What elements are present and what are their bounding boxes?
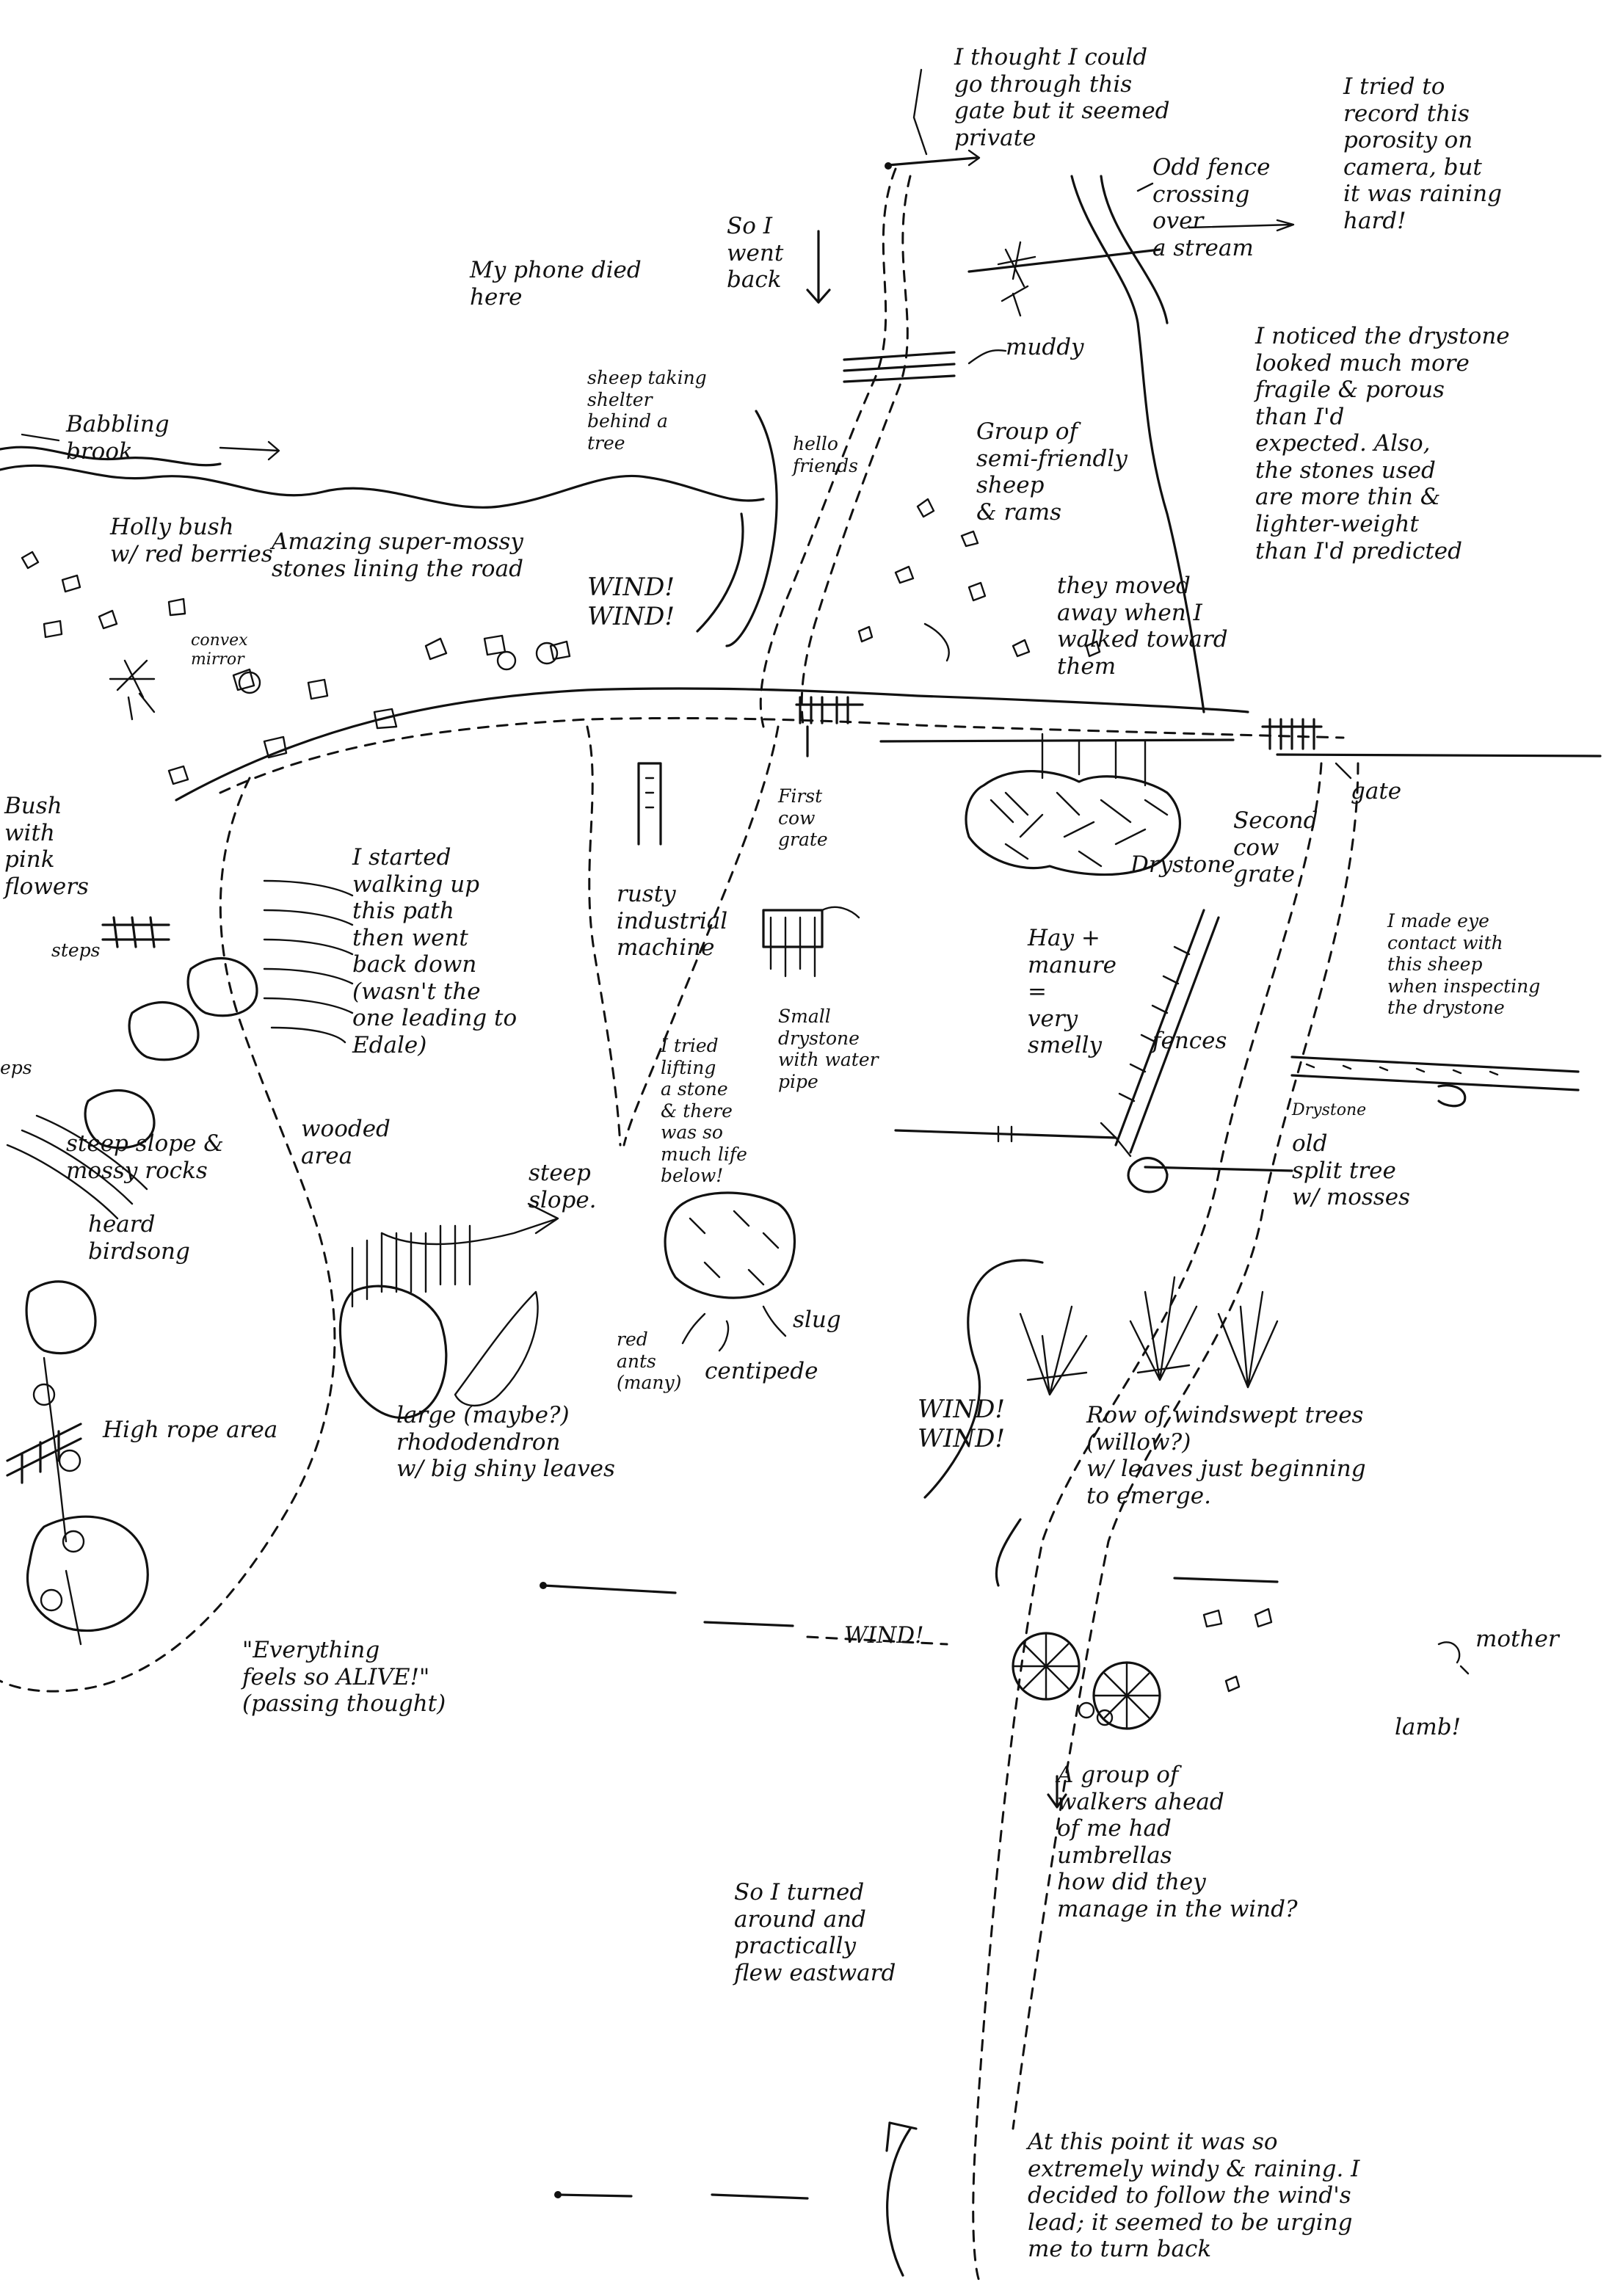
note-mother: mother	[1475, 1626, 1559, 1652]
note-they-moved: they moved away when I walked toward the…	[1057, 573, 1228, 680]
note-sheep-shelter: sheep taking shelter behind a tree	[587, 367, 707, 454]
note-lifting-stone: I tried lifting a stone & there was so m…	[661, 1035, 747, 1186]
steps-ladders	[6, 916, 170, 1646]
note-bush-pink: Bush with pink flowers	[4, 793, 89, 900]
main-road	[175, 687, 1602, 802]
note-mossy-stones: Amazing super-mossy stones lining the ro…	[272, 528, 523, 582]
note-first-cow-grate: First cow grate	[778, 785, 828, 850]
note-gate: gate	[1351, 778, 1402, 804]
note-drystone-fragile: I noticed the drystone looked much more …	[1255, 323, 1510, 564]
split-tree	[1100, 1122, 1169, 1194]
note-rhododendron: large (maybe?) rhododendron w/ big shiny…	[396, 1402, 615, 1483]
note-wind-1: WIND! WIND!	[587, 573, 675, 632]
second-cow-grate	[1261, 718, 1352, 780]
note-gate-private: I thought I could go through this gate b…	[954, 44, 1170, 151]
note-turned-around: So I turned around and practically flew …	[734, 1879, 896, 1986]
note-hello-friends: hello friends	[793, 433, 858, 476]
note-steep-slope-rocks: steep slope & mossy rocks	[66, 1130, 224, 1184]
note-fences: fences	[1152, 1028, 1227, 1054]
umbrellas	[1012, 1632, 1161, 1730]
steep-slope	[6, 879, 559, 1632]
windswept-trees	[1019, 1276, 1279, 1396]
dashed-footpaths	[0, 167, 1359, 2284]
note-odd-fence: Odd fence crossing over a stream	[1152, 154, 1271, 261]
brook-stream	[0, 433, 765, 509]
odd-fence-stream	[967, 175, 1295, 713]
note-drystone-label: Drystone	[1130, 851, 1235, 878]
note-red-ants: red ants (many)	[617, 1329, 682, 1393]
note-split-tree: old split tree w/ mosses	[1292, 1130, 1410, 1211]
note-hay-manure: Hay + manure = very smelly	[1028, 925, 1117, 1059]
note-steps: steps	[51, 940, 101, 961]
note-drystone-small: Drystone	[1292, 1101, 1367, 1119]
fence-lines	[894, 909, 1580, 1172]
note-camera: I tried to record this porosity on camer…	[1343, 73, 1502, 234]
note-wooded-area: wooded area	[301, 1116, 391, 1169]
rusty-machine	[637, 762, 860, 978]
note-umbrellas: A group of walkers ahead of me had umbre…	[1057, 1762, 1298, 1922]
mossy-stones	[21, 551, 571, 785]
sheep-group	[857, 498, 1470, 1693]
note-wind-3: WIND!	[844, 1622, 924, 1649]
note-eye-contact: I made eye contact with this sheep when …	[1387, 910, 1541, 1018]
bottom-lines	[540, 1577, 1279, 2200]
note-small-drystone-water: Small drystone with water pipe	[778, 1006, 879, 1092]
first-cow-grate	[795, 696, 864, 758]
note-steps-left: eps	[0, 1057, 32, 1078]
note-phone-died: My phone died here	[470, 257, 642, 310]
note-muddy: muddy	[1006, 334, 1084, 360]
note-rusty-machine: rusty industrial machine	[617, 881, 728, 962]
note-lamb: lamb!	[1395, 1714, 1462, 1740]
lifted-stone	[664, 1191, 796, 1352]
note-heard-birdsong: heard birdsong	[88, 1211, 190, 1265]
note-went-back: So I went back	[727, 213, 784, 294]
note-convex-mirror: convex mirror	[191, 631, 248, 669]
note-alive: "Everything feels so ALIVE!" (passing th…	[242, 1637, 446, 1718]
note-wind-2: WIND! WIND!	[918, 1395, 1006, 1454]
note-centipede: centipede	[705, 1358, 818, 1384]
note-high-rope: High rope area	[103, 1417, 278, 1443]
note-second-cow-grate: Second cow grate	[1233, 807, 1318, 888]
note-walked-path: I started walking up this path then went…	[352, 844, 518, 1059]
note-trees-row: Row of windswept trees (willow?) w/ leav…	[1086, 1402, 1366, 1509]
top-gate	[843, 68, 1007, 383]
note-slug: slug	[793, 1307, 841, 1333]
direction-arrows	[696, 230, 1067, 2277]
note-steep-slope: steep slope.	[529, 1160, 597, 1213]
note-final: At this point it was so extremely windy …	[1028, 2129, 1360, 2263]
drystone-wall	[965, 733, 1181, 876]
note-holly-bush: Holly bush w/ red berries	[110, 514, 273, 567]
note-semi-friendly-sheep: Group of semi-friendly sheep & rams	[976, 418, 1128, 526]
note-babbling-brook: Babbling brook	[66, 411, 170, 465]
